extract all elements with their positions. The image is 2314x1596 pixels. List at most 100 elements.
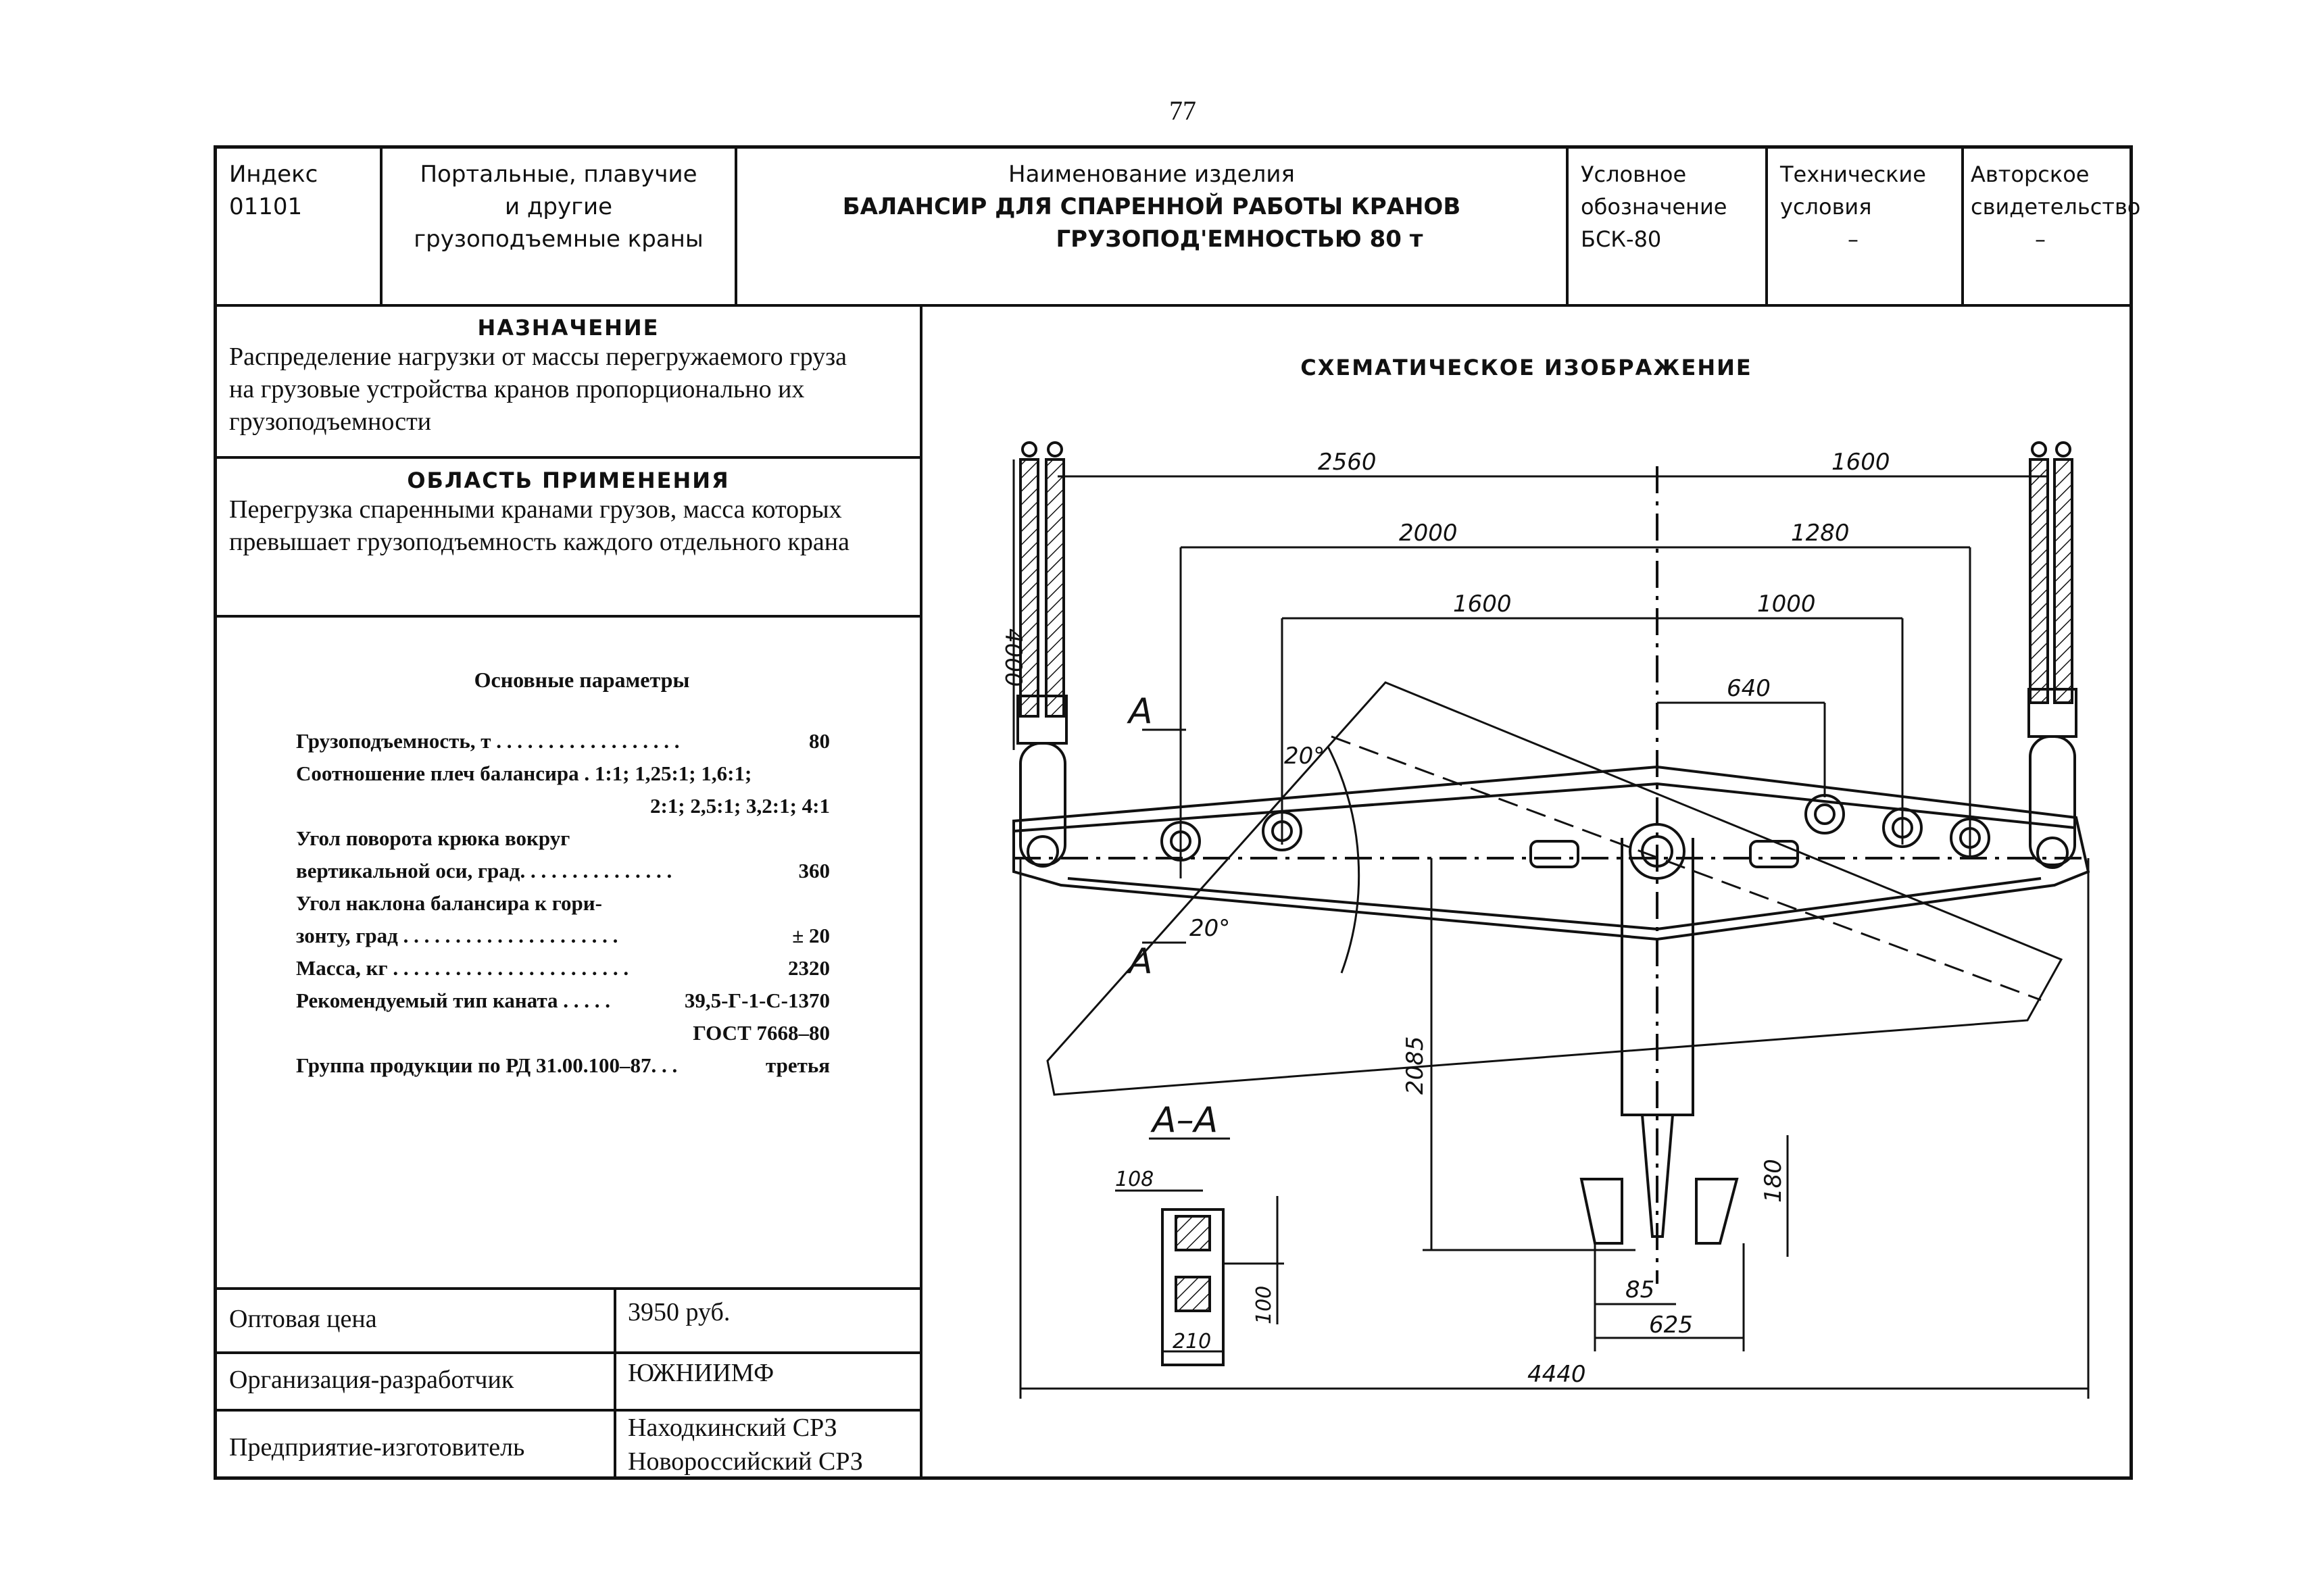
purpose-line: на грузовые устройства кранов пропорцион… bbox=[229, 375, 805, 403]
application-line: Перегрузка спаренными кранами грузов, ма… bbox=[229, 495, 842, 524]
parameter-row: ГОСТ 7668–80 bbox=[296, 1017, 830, 1049]
page-number: 77 bbox=[1169, 95, 1196, 126]
footer-row-divider bbox=[217, 1351, 921, 1354]
dim-1000: 1000 bbox=[1757, 591, 1816, 618]
parameter-label: Рекомендуемый тип каната . . . . . bbox=[296, 989, 611, 1012]
section-mark-top: А bbox=[1127, 691, 1153, 732]
maker-value: Находкинский СРЗ Новороссийский СРЗ bbox=[628, 1411, 863, 1478]
parameter-row: Соотношение плеч балансира . 1:1; 1,25:1… bbox=[296, 757, 830, 790]
tilted-beam-axis bbox=[1331, 735, 2042, 1001]
product-name-cell: Наименование изделия БАЛАНСИР ДЛЯ СПАРЕН… bbox=[737, 149, 1569, 304]
purpose-section: НАЗНАЧЕНИЕ Распределение нагрузки от мас… bbox=[217, 308, 920, 457]
index-value: 01101 bbox=[229, 193, 303, 220]
header-divider bbox=[217, 304, 2130, 307]
dim-4000: 4000 bbox=[1000, 628, 1027, 687]
dim-2085: 2085 bbox=[1402, 1036, 1429, 1095]
angle-20-bottom: 20° bbox=[1189, 915, 1230, 942]
category-line: и другие bbox=[505, 193, 612, 220]
section-mark-bottom: А bbox=[1127, 941, 1153, 982]
designation-label: обозначение bbox=[1581, 194, 1727, 220]
beam-lower-flange bbox=[1067, 877, 2042, 931]
price-value: 3950 руб. bbox=[628, 1298, 731, 1326]
dim-100: 100 bbox=[1252, 1286, 1276, 1324]
parameter-row: Угол наклона балансира к гори- bbox=[296, 887, 830, 920]
tech-conditions-label: Технические bbox=[1780, 161, 1926, 187]
tech-conditions-label: условия bbox=[1780, 194, 1872, 220]
price-label: Оптовая цена bbox=[229, 1305, 377, 1333]
parameter-value: 2320 bbox=[788, 956, 830, 980]
application-line: превышает грузоподъемность каждого отдел… bbox=[229, 528, 850, 556]
left-suspension-rod bbox=[1016, 441, 1068, 868]
dim-4440: 4440 bbox=[1527, 1361, 1586, 1388]
dim-2000: 2000 bbox=[1399, 520, 1458, 547]
parameter-value: ± 20 bbox=[792, 924, 830, 947]
application-text: Перегрузка спаренными кранами грузов, ма… bbox=[217, 493, 920, 558]
dim-180: 180 bbox=[1760, 1159, 1787, 1203]
parameter-label: Грузоподъемность, т . . . . . . . . . . … bbox=[296, 729, 680, 753]
parameter-label: Масса, кг . . . . . . . . . . . . . . . … bbox=[296, 956, 629, 980]
application-section: ОБЛАСТЬ ПРИМЕНЕНИЯ Перегрузка спаренными… bbox=[217, 459, 920, 608]
parameter-label: Угол наклона балансира к гори- bbox=[296, 891, 602, 915]
section-divider bbox=[217, 456, 921, 459]
product-name-capacity: ГРУЗОПОД'ЕМНОСТЬЮ 80 т bbox=[1056, 226, 1423, 253]
maker-name: Находкинский СРЗ bbox=[628, 1414, 837, 1442]
tilted-beam-position bbox=[1046, 681, 2063, 1096]
product-label: Наименование изделия bbox=[1008, 161, 1295, 188]
designation-value: БСК-80 bbox=[1581, 226, 1662, 252]
section-label: А–А bbox=[1150, 1100, 1218, 1141]
index-cell: Индекс 01101 bbox=[217, 149, 383, 304]
dim-1280: 1280 bbox=[1791, 520, 1850, 547]
parameter-label: Соотношение плеч балансира . 1:1; 1,25:1… bbox=[296, 762, 752, 785]
parameter-value: 2:1; 2,5:1; 3,2:1; 4:1 bbox=[649, 794, 830, 818]
parameter-value: ГОСТ 7668–80 bbox=[693, 1021, 830, 1045]
certificate-label: Авторское bbox=[1971, 161, 2090, 187]
section-a-a bbox=[1115, 1137, 1284, 1366]
certificate-cell: Авторское свидетельство – bbox=[1964, 149, 2141, 304]
drawing-title: СХЕМАТИЧЕСКОЕ ИЗОБРАЖЕНИЕ bbox=[1300, 355, 1752, 380]
parameter-row: Грузоподъемность, т . . . . . . . . . . … bbox=[296, 725, 830, 757]
dim-625: 625 bbox=[1649, 1312, 1693, 1339]
parameter-value: 39,5-Г-1-С-1370 bbox=[684, 989, 830, 1012]
parameter-row: Рекомендуемый тип каната . . . . . 39,5-Г… bbox=[296, 984, 830, 1017]
dim-108: 108 bbox=[1115, 1168, 1154, 1191]
footer-row-divider bbox=[217, 1409, 921, 1412]
maker-name: Новороссийский СРЗ bbox=[628, 1447, 863, 1476]
product-name: БАЛАНСИР ДЛЯ СПАРЕННОЙ РАБОТЫ КРАНОВ bbox=[842, 193, 1461, 220]
parameter-row: Угол поворота крюка вокруг bbox=[296, 822, 830, 855]
developer-label: Организация-разработчик bbox=[229, 1366, 514, 1394]
section-divider bbox=[217, 615, 921, 618]
dim-85: 85 bbox=[1625, 1276, 1654, 1303]
dim-1600-top: 1600 bbox=[1831, 449, 1890, 476]
dim-2560: 2560 bbox=[1318, 449, 1377, 476]
parameter-row: 2:1; 2,5:1; 3,2:1; 4:1 bbox=[296, 790, 830, 822]
tech-conditions-cell: Технические условия – bbox=[1768, 149, 1964, 304]
parameter-row: Масса, кг . . . . . . . . . . . . . . . … bbox=[296, 952, 830, 984]
parameters-section: Основные параметры Грузоподъемность, т .… bbox=[217, 622, 920, 1082]
balancer-beam bbox=[1012, 765, 2090, 941]
hook-assembly bbox=[1579, 823, 1739, 1245]
parameters-title: Основные параметры bbox=[474, 668, 690, 692]
parameter-value: 80 bbox=[809, 729, 830, 753]
certificate-label: свидетельство bbox=[1971, 194, 2141, 220]
parameter-label: зонту, град . . . . . . . . . . . . . . … bbox=[296, 924, 618, 947]
right-suspension-rod bbox=[2027, 441, 2077, 869]
parameter-label: Группа продукции по РД 31.00.100–87. . . bbox=[296, 1053, 678, 1077]
tech-conditions-value: – bbox=[1848, 226, 1858, 252]
parameter-value: третья bbox=[766, 1053, 830, 1077]
parameter-label: Угол поворота крюка вокруг bbox=[296, 826, 570, 850]
category-cell: Портальные, плавучие и другие грузоподъе… bbox=[383, 149, 737, 304]
category-line: Портальные, плавучие bbox=[420, 161, 697, 188]
column-divider bbox=[920, 304, 922, 1480]
parameter-value: 360 bbox=[798, 859, 831, 882]
purpose-title: НАЗНАЧЕНИЕ bbox=[477, 315, 660, 341]
data-sheet-frame: Индекс 01101 Портальные, плавучие и друг… bbox=[214, 145, 2141, 1480]
footer-column-divider bbox=[614, 1287, 616, 1480]
parameter-row: Группа продукции по РД 31.00.100–87. . .… bbox=[296, 1049, 830, 1082]
parameter-row: зонту, град . . . . . . . . . . . . . . … bbox=[296, 920, 830, 952]
certificate-value: – bbox=[2035, 226, 2046, 252]
dim-210: 210 bbox=[1173, 1330, 1211, 1353]
index-label: Индекс bbox=[229, 161, 318, 188]
footer-divider bbox=[217, 1287, 921, 1290]
dimension-lines bbox=[1012, 459, 2090, 1399]
